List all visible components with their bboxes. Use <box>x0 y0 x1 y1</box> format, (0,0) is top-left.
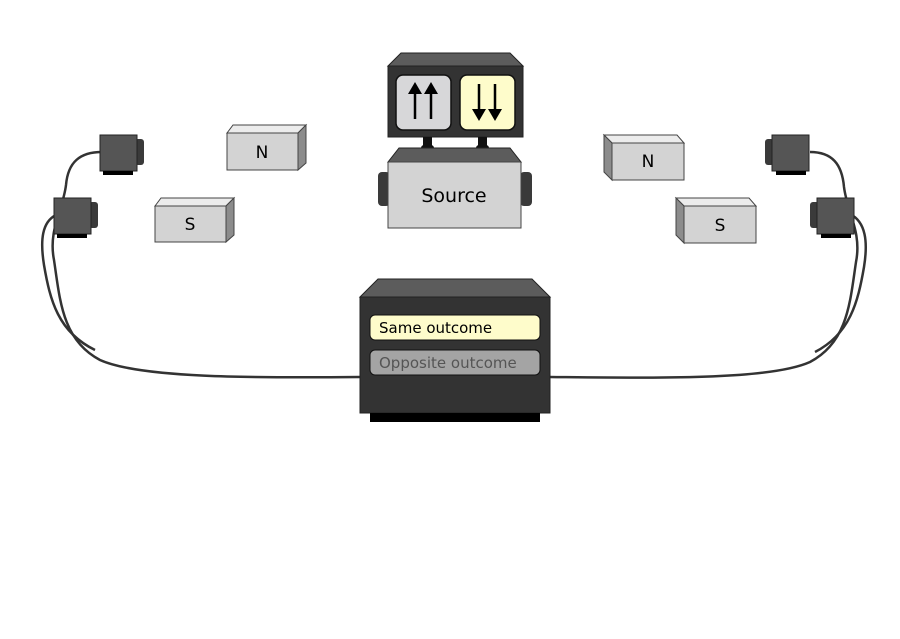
source-label: Source <box>421 185 486 207</box>
same-outcome-light <box>369 314 541 341</box>
down-down-arrows-icon <box>472 84 502 121</box>
magnet-right-south: S <box>674 196 758 245</box>
magnet-right-south-label: S <box>715 216 726 236</box>
state-button-up-up-face <box>395 74 452 131</box>
opposite-outcome-label: Opposite outcome <box>379 354 517 372</box>
up-up-arrows-icon <box>408 82 438 119</box>
magnet-left-south-label: S <box>185 215 196 235</box>
magnet-left-south: S <box>154 196 236 244</box>
state-button-down-down[interactable] <box>459 74 516 131</box>
state-button-up-up[interactable] <box>395 74 452 131</box>
magnet-left-north-label: N <box>256 143 269 163</box>
opposite-outcome-indicator: Opposite outcome <box>369 349 541 376</box>
magnet-right-north-label: N <box>642 152 655 172</box>
detector-right-upper <box>765 134 810 175</box>
cable-left-lower <box>40 213 96 352</box>
cable-right-lower <box>814 212 867 354</box>
detector-left-lower <box>53 197 98 238</box>
source-box: Source <box>378 147 532 229</box>
detector-left-upper <box>99 134 144 175</box>
state-button-down-down-face <box>459 74 516 131</box>
cable-right-upper <box>549 150 859 379</box>
same-outcome-indicator: Same outcome <box>369 314 541 341</box>
cables <box>40 150 867 379</box>
cable-left-upper <box>51 150 361 379</box>
magnet-right-north: N <box>602 133 686 182</box>
opposite-outcome-light <box>369 349 541 376</box>
same-outcome-label: Same outcome <box>379 319 492 337</box>
magnet-left-north: N <box>226 123 308 172</box>
detector-right-lower <box>810 197 855 238</box>
